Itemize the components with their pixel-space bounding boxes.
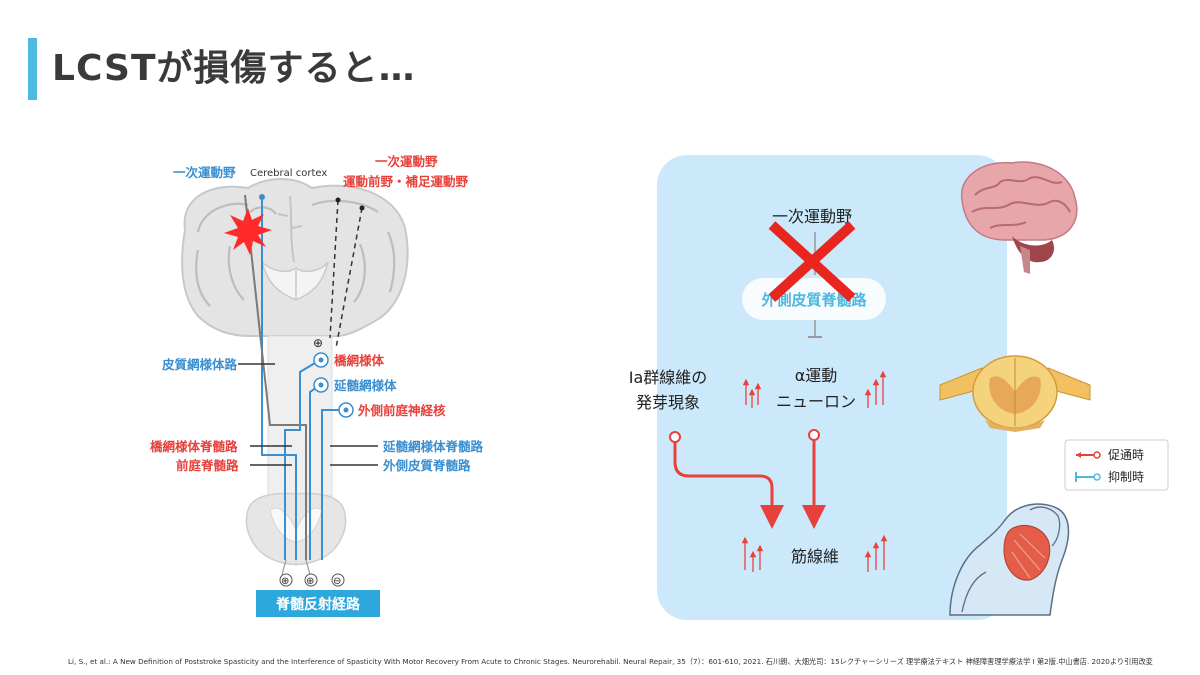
alpha-to-muscle-arrow xyxy=(802,429,826,529)
pathway-corticoreticular xyxy=(244,194,307,560)
damage-cross-icon xyxy=(768,221,856,302)
brainstem-nucleus-markers xyxy=(313,352,354,418)
label-premotor: 運動前野・補足運動野 xyxy=(343,174,469,189)
motor-cortex-dot xyxy=(259,194,265,200)
title-accent-bar xyxy=(28,38,37,100)
increase-arrows-muscle-right xyxy=(864,534,888,572)
label-medullary-reticulospinal: 延髄網様体脊髄路 xyxy=(382,439,484,454)
pathway-lateral-corticospinal xyxy=(261,197,297,560)
legend-box xyxy=(1064,439,1169,491)
legend-facilitation-label: 促通時 xyxy=(1108,448,1144,462)
label-leader-lines xyxy=(238,363,378,466)
ia-to-muscle-arrow xyxy=(669,431,784,529)
right-panel-background xyxy=(657,155,1007,620)
page-title: LCSTが損傷すると… xyxy=(52,48,416,89)
premotor-dot-2 xyxy=(359,205,365,211)
reflex-sign-markers xyxy=(279,573,345,587)
pathway-premotor-dashed xyxy=(329,199,363,349)
lesion-starburst-icon xyxy=(224,208,272,255)
label-spinal-reflex: 脊髄反射経路 xyxy=(275,596,361,613)
label-lateral-vestibular: 外側前庭神経核 xyxy=(357,403,446,418)
right-label-ia-line1: Ia群線維の xyxy=(629,368,708,387)
label-lateral-corticospinal-left: 外側皮質脊髄路 xyxy=(382,458,471,473)
label-primary-motor-red: 一次運動野 xyxy=(375,154,438,169)
right-label-alpha-line2: ニューロン xyxy=(776,392,856,411)
premotor-dot-1 xyxy=(335,197,341,203)
reflex-sign-3: ⊖ xyxy=(333,576,341,587)
brain-coronal-section xyxy=(181,178,409,338)
label-medullary-reticular: 延髄網様体 xyxy=(333,378,397,393)
spinal-reflex-box xyxy=(256,590,380,617)
reflex-sign-2: ⊕ xyxy=(306,576,314,587)
citation-text: Li, S., et al.: A New Definition of Post… xyxy=(68,657,1153,666)
brain-illustration-icon xyxy=(960,161,1078,274)
increase-arrows-alpha-left xyxy=(742,378,762,408)
right-label-ia-line2: 発芽現象 xyxy=(636,393,700,412)
right-label-primary-motor: 一次運動野 xyxy=(772,207,852,226)
increase-arrows-alpha-right xyxy=(864,370,887,408)
increase-arrows-muscle-left xyxy=(741,536,764,572)
reflex-sign-1: ⊕ xyxy=(281,576,289,587)
label-corticoreticular: 皮質網様体路 xyxy=(161,357,238,372)
shoulder-muscle-illustration-icon xyxy=(949,503,1070,616)
label-pontine-reticulospinal: 橋網様体脊髄路 xyxy=(150,439,238,454)
label-vestibulospinal: 前庭脊髄路 xyxy=(176,458,239,473)
label-primary-motor-blue: 一次運動野 xyxy=(173,165,236,180)
label-cerebral-cortex: Cerebral cortex xyxy=(250,168,327,179)
right-label-muscle: 筋線維 xyxy=(791,547,839,566)
legend-inhibition-label: 抑制時 xyxy=(1108,469,1144,484)
plus-sign-brainstem: ⊕ xyxy=(313,336,323,350)
right-label-alpha-line1: α運動 xyxy=(795,366,838,385)
right-label-lcst: 外側皮質脊髄路 xyxy=(760,291,867,309)
spinal-cord-illustration-icon xyxy=(939,355,1091,432)
label-pons-reticular: 橋網様体 xyxy=(334,353,385,368)
